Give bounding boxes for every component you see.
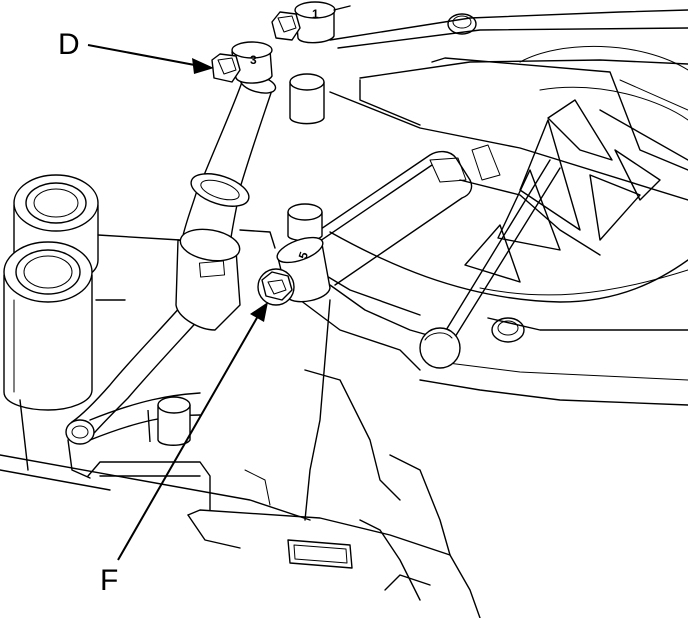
left-cylinders [3,174,99,411]
shift-rod [419,159,561,369]
shift-lever-arm [289,150,473,371]
studs [147,73,325,446]
callout-d-label: D [58,28,80,61]
bolt-f-number: 5 [296,250,312,261]
hose [65,289,213,479]
vertical-pipe [175,74,277,331]
bolt-top: 1 [271,1,351,44]
transmission-housing [329,9,688,406]
callout-d-leader [87,44,201,67]
callout-d-arrowhead [192,58,214,74]
callout-f-arrowhead [250,302,268,322]
callout-f: F [100,302,268,597]
left-housing [0,234,311,521]
lower-housing [87,299,481,618]
housing-ribs [464,99,661,283]
bolt-d-number: 3 [250,53,257,67]
bolt-top-number: 1 [312,7,319,21]
bolt-d: 3 [211,41,273,84]
callout-f-label: F [100,564,118,597]
callout-f-leader [117,315,259,561]
callout-d: D [58,28,214,74]
bolt-f: 5 [257,236,331,306]
